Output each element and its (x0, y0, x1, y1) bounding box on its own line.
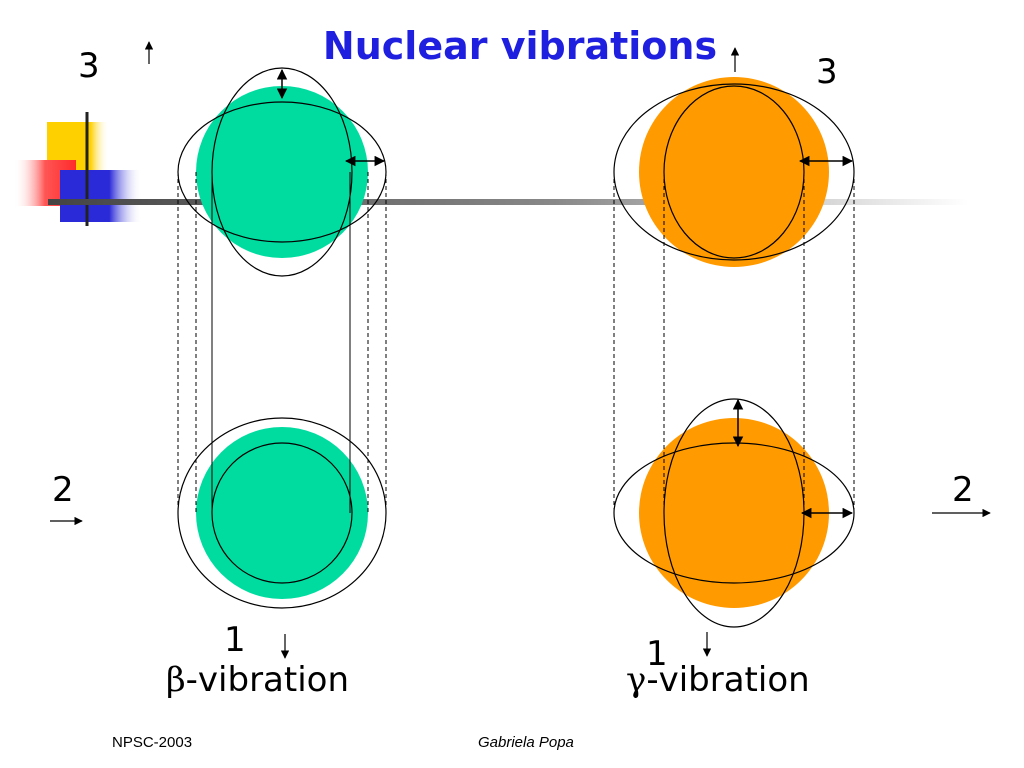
axis-label-2-left: 2 (52, 470, 74, 510)
header-rule (48, 199, 968, 205)
axis-label-3-left: 3 (78, 46, 100, 86)
gamma-top-sphere (639, 77, 829, 267)
axis-label-3-right: 3 (816, 52, 838, 92)
decorative-squares (14, 112, 142, 226)
beta-caption-text: -vibration (185, 660, 350, 700)
axis-label-1-beta: 1 (224, 620, 246, 660)
axis-arrows (50, 41, 991, 659)
gamma-caption: γ-vibration (626, 660, 810, 700)
gamma-caption-text: -vibration (646, 660, 810, 700)
beta-top-sphere (196, 86, 368, 258)
gamma-bottom-sphere (639, 418, 829, 608)
axis-label-2-right: 2 (952, 470, 974, 510)
beta-symbol: β (166, 660, 186, 700)
slide-title: Nuclear vibrations (322, 24, 718, 68)
beta-bottom-sphere (196, 427, 368, 599)
footer-conference: NPSC-2003 (112, 734, 193, 751)
beta-diagram (177, 67, 387, 609)
footer-author: Gabriela Popa (478, 734, 574, 751)
gamma-symbol: γ (626, 660, 647, 700)
beta-caption: β-vibration (166, 660, 349, 700)
gamma-diagram (613, 77, 855, 628)
axis-label-1-gamma: 1 (646, 634, 668, 674)
